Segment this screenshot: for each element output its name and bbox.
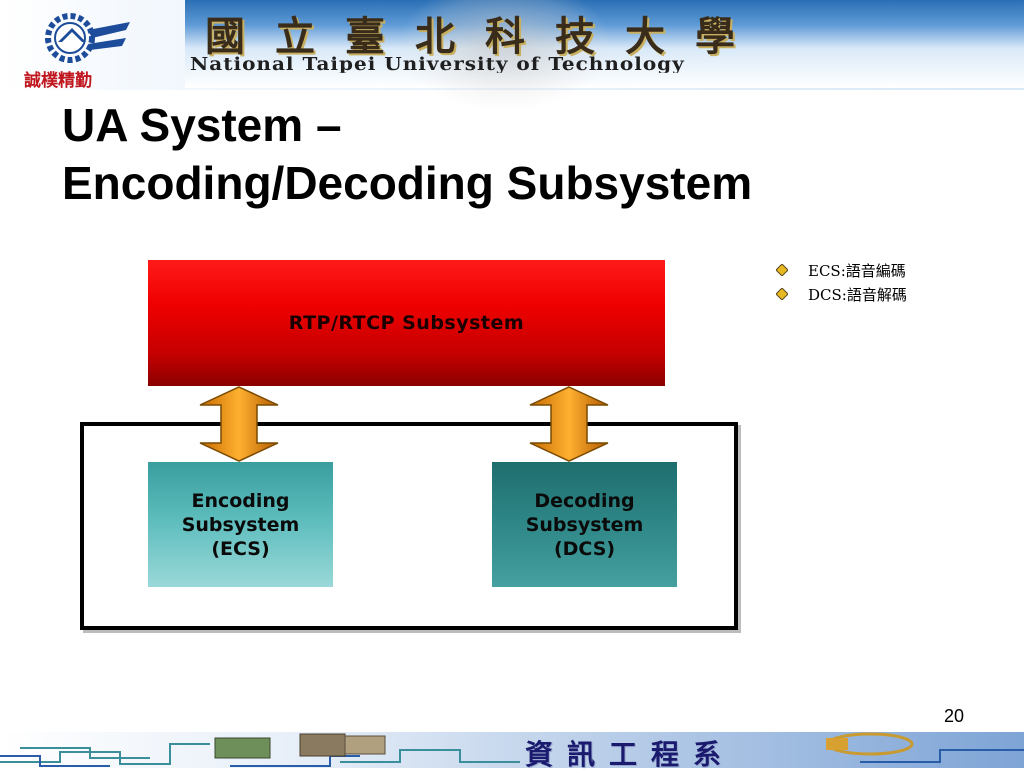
- header-banner: 國立臺北科技大學 National Taipei University of T…: [0, 0, 1024, 110]
- ntut-gear-logo-icon: [45, 13, 130, 63]
- encoding-subsystem-box: Encoding Subsystem (ECS): [148, 462, 333, 587]
- double-arrow-icon: [199, 386, 279, 462]
- diamond-bullet-icon: [776, 288, 788, 300]
- diamond-bullet-icon: [776, 264, 788, 276]
- rtp-rtcp-subsystem-box: RTP/RTCP Subsystem: [148, 260, 665, 386]
- rtp-rtcp-subsystem-label: RTP/RTCP Subsystem: [288, 312, 525, 334]
- bullet-text: DCS:語音解碼: [808, 285, 907, 304]
- bullet-item: DCS:語音解碼: [776, 282, 907, 306]
- department-name: 資訊工程系: [525, 738, 736, 771]
- title-line-1: UA System –: [62, 99, 342, 151]
- university-english-name: National Taipei University of Technology: [190, 53, 685, 73]
- subsystem-group-frame: [80, 422, 738, 630]
- bullet-item: ECS:語音編碼: [776, 258, 907, 282]
- slide-title: UA System – Encoding/Decoding Subsystem: [62, 96, 752, 212]
- double-arrow-icon: [529, 386, 609, 462]
- globe-watermark-icon: [400, 0, 610, 110]
- bullet-list: ECS:語音編碼 DCS:語音解碼: [776, 258, 907, 306]
- decoding-subsystem-box: Decoding Subsystem (DCS): [492, 462, 677, 587]
- motto-logo-text: 誠樸精勤: [24, 71, 92, 91]
- page-number: 20: [944, 706, 965, 726]
- title-line-2: Encoding/Decoding Subsystem: [62, 157, 753, 209]
- bullet-text: ECS:語音編碼: [808, 261, 906, 280]
- encoding-subsystem-label: Encoding Subsystem (ECS): [181, 489, 300, 560]
- footer-circuit-decoration: [0, 732, 1024, 768]
- decoding-subsystem-label: Decoding Subsystem (DCS): [525, 489, 644, 560]
- university-chinese-name: 國立臺北科技大學: [205, 13, 765, 60]
